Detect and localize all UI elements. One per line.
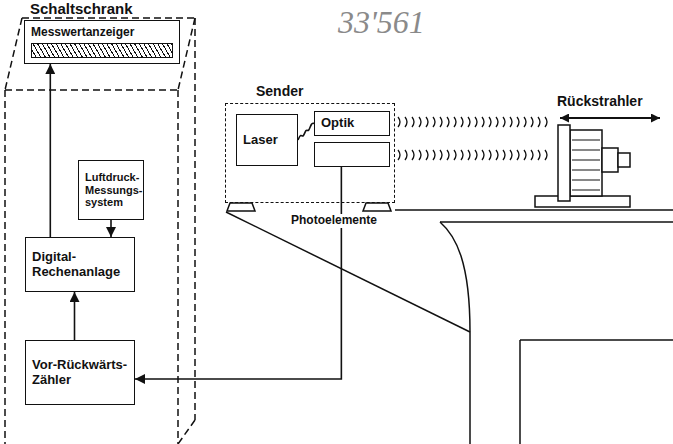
transmitter-housing: LaserOptikPhotoelementeSender [225,103,395,203]
box-label: Messwertanzeiger [31,26,134,40]
pressure-sensor-box: Luftdruck- Messungs- system [78,160,144,220]
beam-wave [447,150,449,160]
beam-wave [510,150,512,160]
beam-wave [454,150,456,160]
beam-wave [489,117,491,127]
sender-foot [227,203,255,211]
beam-wavefronts [398,150,547,160]
beam-wave [496,150,498,160]
beam-wave [496,117,498,127]
photocell-box: Photoelemente [314,142,390,167]
beam-wave [524,117,526,127]
group-heading: Sender [256,83,303,99]
machine-base-edge [520,339,673,341]
beam-wave [419,150,421,160]
beam-wave [517,117,519,127]
beam-wave [503,150,505,160]
computer-box: Digital- Rechenanlage [25,237,135,292]
beam-wave [440,150,442,160]
laser-beams [398,117,547,160]
beam-wave [517,150,519,160]
sender-foot [363,203,391,211]
beam-wave [454,117,456,127]
beam-wave [426,117,428,127]
cabinet-edge [5,18,22,90]
reflector-body [570,130,602,196]
beam-wave [461,150,463,160]
display-window [31,43,173,58]
beam-wave [412,117,414,127]
reflector-slide [535,196,630,207]
beam-wave [482,117,484,127]
reflector-plate [558,125,570,201]
beam-wave [524,150,526,160]
beam-wave [405,117,407,127]
laser-box: Laser [236,114,298,166]
control-cabinet: MesswertanzeigerLuftdruck- Messungs- sys… [0,0,200,444]
beam-wave [405,150,407,160]
cabinet-edge [194,18,196,420]
machine-bed-front [440,222,470,444]
box-label: Laser [243,133,278,148]
drawing-number: 33'561 [338,4,425,41]
beam-wave [538,150,540,160]
reflector-hatching [572,140,600,190]
beam-wave [412,150,414,160]
beam-wave [433,117,435,127]
group-heading: Schaltschrank [30,0,133,17]
machine-bed-edge [395,209,673,211]
beam-wave [475,150,477,160]
beam-wave [482,150,484,160]
beam-wave [440,117,442,127]
beam-wave [531,117,533,127]
box-label: Vor-Rückwärts- Zähler [32,358,128,388]
signal-line [74,292,76,340]
box-label: Digital- Rechenanlage [32,250,128,280]
beam-wave [398,150,400,160]
beam-wave [545,117,547,127]
beam-wave [510,117,512,127]
beam-wave [398,117,400,127]
cabinet-edge [22,17,195,19]
beam-wave [468,117,470,127]
component-label: Photoelemente [289,214,379,228]
beam-wave [426,150,428,160]
reflector-nub [618,153,630,167]
beam-wave [531,150,533,160]
beam-link [298,123,314,140]
beam-wave [545,150,547,160]
signal-line [135,167,341,379]
beam-wave [489,150,491,160]
beam-wave [468,150,470,160]
box-label: Optik [321,116,354,131]
beam-wavefronts [398,117,547,127]
cabinet-edge [4,90,6,444]
counter-box: Vor-Rückwärts- Zähler [25,340,135,405]
display-panel: Messwertanzeiger [24,20,180,64]
beam-wave [433,150,435,160]
machine-bed-edge [440,221,673,223]
reflector-hub [602,148,618,172]
box-label: Luftdruck- Messungs- system [85,171,142,209]
beam-wave [503,117,505,127]
cabinet-edge [178,420,195,444]
beam-wave [538,117,540,127]
motion-arrow [560,117,660,119]
cabinet-edge [178,18,195,90]
beam-wave [475,117,477,127]
machine-base-edge [519,340,521,444]
signal-line [110,220,112,237]
part-label: Rückstrahler [557,93,643,109]
mounting-bracket [226,212,470,332]
beam-wave [461,117,463,127]
optics-box: Optik [314,111,390,136]
beam-wave [419,117,421,127]
beam-wave [447,117,449,127]
cabinet-edge [5,89,178,91]
cabinet-edge [177,90,179,444]
